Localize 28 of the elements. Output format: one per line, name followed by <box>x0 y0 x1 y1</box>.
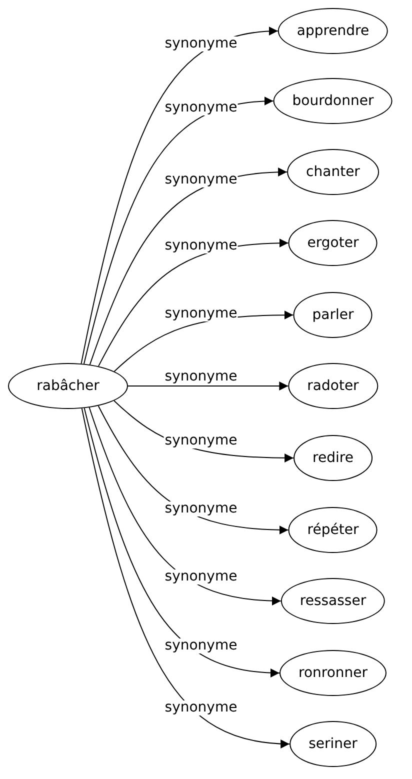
ellipse-node: ressasser <box>280 578 386 624</box>
ellipse-node: rabâcher <box>8 363 128 409</box>
ellipse-node: ergoter <box>288 220 378 266</box>
arrow <box>84 408 280 677</box>
edge-label: synonyme <box>164 638 238 654</box>
edge-label: synonyme <box>164 100 238 116</box>
ellipse-node: apprendre <box>278 8 388 54</box>
edge-label: synonyme <box>164 569 238 584</box>
arrow <box>80 27 278 364</box>
edge-label: synonyme <box>164 434 238 449</box>
arrow <box>88 407 282 606</box>
ellipse-node: seriner <box>290 721 376 767</box>
edge-label: synonyme <box>164 700 238 716</box>
arrow <box>128 382 289 390</box>
ellipse-node: parler <box>293 292 373 338</box>
ellipse-node: bourdonner <box>273 78 393 124</box>
ellipse-node: ronronner <box>280 650 386 696</box>
ellipse-node: répéter <box>288 507 378 553</box>
edge-label: synonyme <box>164 370 238 384</box>
ellipse-node: radoter <box>288 363 378 409</box>
edge-label: synonyme <box>164 238 238 254</box>
arrow <box>81 408 290 748</box>
ellipse-node: chanter <box>287 149 379 195</box>
edge-label: synonyme <box>164 36 238 52</box>
edge-label: synonyme <box>164 501 238 516</box>
ellipse-node: redire <box>294 435 372 481</box>
arrow <box>83 97 274 364</box>
arrow <box>89 168 288 366</box>
